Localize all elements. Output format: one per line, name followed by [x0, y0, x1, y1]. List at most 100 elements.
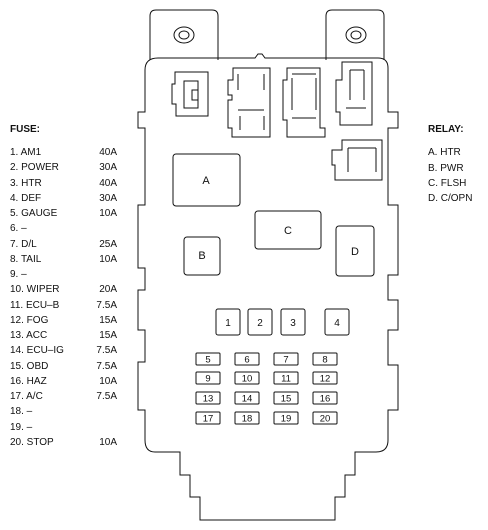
small-fuse-label: 16	[320, 394, 331, 405]
fuse-legend-amperage: 15A	[99, 330, 117, 342]
fuse-legend-amperage: 10A	[99, 253, 117, 265]
large-fuse-2-label: 2	[257, 318, 263, 329]
left-mount-hole	[173, 26, 195, 44]
small-fuse-label: 6	[244, 355, 249, 366]
left-mount-tab	[149, 9, 219, 60]
fuse-legend-amperage: 10A	[99, 375, 117, 387]
relay-b-label: B	[198, 250, 205, 262]
small-fuse-7: 7	[273, 352, 299, 366]
small-fuse-9: 9	[195, 371, 221, 385]
fuse-legend-amperage: 15A	[99, 314, 117, 326]
fuse-legend-name: 3. HTR	[10, 177, 42, 189]
fuse-legend-name: 9. –	[10, 269, 27, 281]
relay-a-label: A	[202, 175, 210, 187]
connector-socket-1	[171, 71, 209, 117]
small-fuse-label: 8	[322, 355, 327, 366]
fuse-legend-name: 15. OBD	[10, 360, 49, 372]
fuse-legend-row: 3. HTR 40A	[10, 176, 140, 191]
fuse-legend-amperage: 7.5A	[96, 345, 117, 357]
fuse-legend-amperage: 40A	[99, 147, 117, 159]
fuse-legend-amperage: 7.5A	[96, 360, 117, 372]
small-fuse-label: 5	[205, 355, 210, 366]
fuse-legend-amperage: 7.5A	[96, 391, 117, 403]
small-fuse-13: 13	[195, 391, 221, 405]
large-fuse-1: 1	[215, 308, 241, 336]
small-fuse-18: 18	[234, 411, 260, 425]
fuse-legend-name: 19. –	[10, 421, 33, 433]
relay-legend-row: D. C/OPN	[428, 193, 473, 205]
fuse-legend-amperage: 7.5A	[96, 299, 117, 311]
fuse-legend-name: 7. D/L	[10, 238, 37, 250]
small-fuse-12: 12	[312, 371, 338, 385]
fuse-legend-amperage: 30A	[99, 192, 117, 204]
fuse-legend-name: 13. ACC	[10, 330, 48, 342]
fuse-legend-name: 20. STOP	[10, 436, 54, 448]
small-fuse-grid: 5 6 7 8 9 10 11 12 13 14 15 16 17 18 19 20	[195, 352, 338, 425]
fuse-legend-row: 14. ECU–IG 7.5A	[10, 343, 140, 358]
small-fuse-6: 6	[234, 352, 260, 366]
fuse-legend-name: 18. –	[10, 406, 33, 418]
small-fuse-label: 19	[281, 414, 292, 425]
connector-socket-4	[335, 61, 373, 126]
fuse-legend-name: 17. A/C	[10, 391, 43, 403]
relay-d-label: D	[351, 246, 359, 258]
fuse-legend-row: 13. ACC 15A	[10, 328, 140, 343]
small-fuse-8: 8	[312, 352, 338, 366]
fuse-legend-name: 10. WIPER	[10, 284, 60, 296]
small-fuse-label: 20	[320, 414, 331, 425]
fuse-legend-amperage: 20A	[99, 284, 117, 296]
small-fuse-label: 15	[281, 394, 292, 405]
relay-b: B	[183, 236, 221, 276]
fuse-legend-name: 14. ECU–IG	[10, 345, 64, 357]
small-fuse-label: 12	[320, 374, 331, 385]
large-fuse-3-label: 3	[290, 318, 296, 329]
right-mount-tab	[325, 9, 385, 60]
fuse-legend-row: 18. –	[10, 404, 140, 419]
small-fuse-label: 9	[205, 374, 210, 385]
relay-c: C	[254, 210, 322, 250]
fuse-legend-row: 10. WIPER 20A	[10, 282, 140, 297]
fuse-box-outline	[137, 53, 399, 521]
small-fuse-label: 10	[242, 374, 253, 385]
fuse-legend-row: 15. OBD 7.5A	[10, 359, 140, 374]
large-fuse-4-label: 4	[334, 318, 340, 329]
large-fuse-1-label: 1	[225, 318, 231, 329]
fuse-legend-row: 6. –	[10, 221, 140, 236]
connector-socket-3	[282, 67, 326, 138]
small-fuse-16: 16	[312, 391, 338, 405]
connector-socket-2	[227, 67, 271, 138]
small-fuse-label: 14	[242, 394, 253, 405]
relay-d: D	[335, 225, 375, 277]
small-fuse-5: 5	[195, 352, 221, 366]
relay-legend-title: RELAY:	[428, 124, 464, 135]
fuse-legend-name: 2. POWER	[10, 162, 59, 174]
large-fuse-3: 3	[280, 308, 306, 336]
small-fuse-20: 20	[312, 411, 338, 425]
fuse-legend-amperage: 40A	[99, 177, 117, 189]
small-fuse-15: 15	[273, 391, 299, 405]
small-fuse-17: 17	[195, 411, 221, 425]
small-fuse-10: 10	[234, 371, 260, 385]
fuse-legend-row: 19. –	[10, 420, 140, 435]
relay-a: A	[172, 153, 241, 207]
relay-c-label: C	[284, 225, 292, 237]
fuse-legend-amperage: 10A	[99, 208, 117, 220]
small-fuse-label: 11	[281, 374, 291, 385]
fuse-legend-name: 8. TAIL	[10, 253, 42, 265]
relay-legend-row: A. HTR	[428, 147, 461, 159]
connector-socket-5	[331, 139, 383, 181]
fuse-legend-row: 9. –	[10, 267, 140, 282]
